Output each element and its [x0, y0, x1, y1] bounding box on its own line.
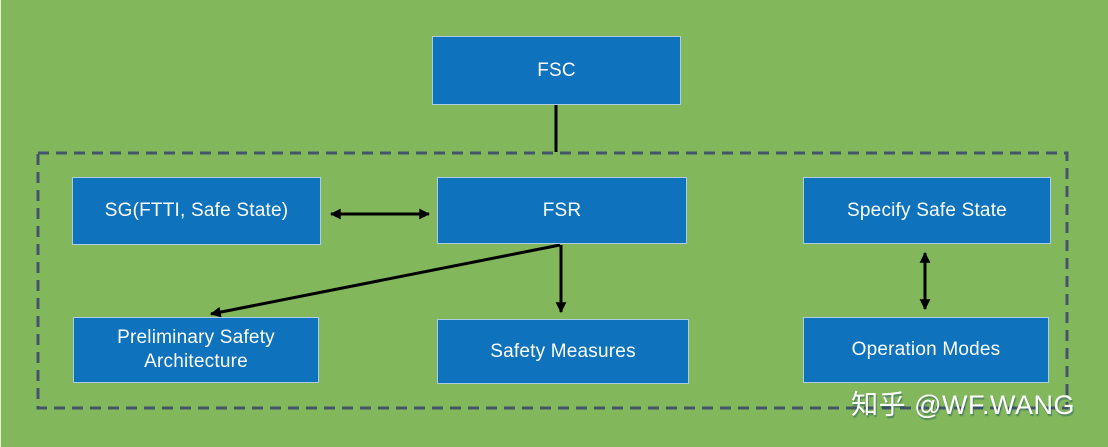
node-specify-safe-state: Specify Safe State — [803, 177, 1051, 244]
node-fsc: FSC — [432, 36, 681, 105]
node-operation-modes-label: Operation Modes — [851, 339, 1001, 361]
node-safety-measures-label: Safety Measures — [490, 340, 636, 362]
connector-fsr-preliminary — [209, 243, 561, 318]
node-fsr: FSR — [437, 177, 687, 244]
node-safety-measures: Safety Measures — [437, 319, 689, 384]
node-specify-safe-state-label: Specify Safe State — [847, 199, 1007, 221]
node-sg-ftti-safe-state: SG(FTTI, Safe State) — [72, 177, 321, 245]
node-operation-modes: Operation Modes — [803, 317, 1049, 383]
node-sg-label: SG(FTTI, Safe State) — [104, 200, 289, 222]
watermark: 知乎 @WF.WANG — [851, 390, 1075, 420]
node-preliminary-safety-architecture-label: Preliminary Safety Architecture — [117, 327, 275, 372]
node-preliminary-safety-architecture: Preliminary Safety Architecture — [73, 317, 319, 383]
node-fsr-label: FSR — [542, 199, 582, 221]
node-fsc-label: FSC — [537, 59, 576, 81]
